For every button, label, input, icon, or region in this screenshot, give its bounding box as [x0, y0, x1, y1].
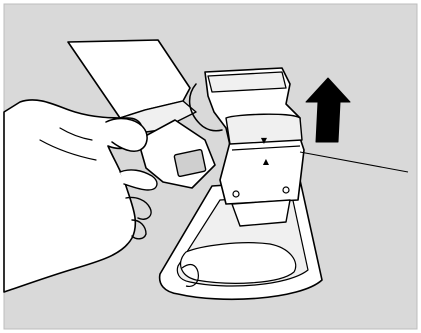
hand-thumb — [105, 117, 148, 153]
tongue-divider — [231, 145, 301, 151]
tongue-rivet-1 — [232, 190, 240, 198]
strap-curve — [188, 83, 223, 132]
finger-crease-3 — [131, 219, 147, 240]
release-marker-down: ▼ — [261, 136, 268, 145]
tongue-cap — [225, 113, 303, 145]
knuckle-line-1 — [59, 127, 93, 141]
buckle-housing-ridge — [181, 263, 199, 287]
tongue-rivet-2 — [282, 186, 290, 194]
latch-plate-slot — [173, 149, 207, 177]
strap-loop-band — [207, 71, 287, 93]
finger-crease-1 — [119, 169, 158, 191]
finger-crease-2 — [125, 196, 152, 220]
release-marker-up: ▲ — [263, 157, 270, 166]
tongue-lower-tab — [231, 199, 291, 227]
buckle-housing-recess — [179, 242, 297, 284]
knuckle-line-2 — [39, 139, 97, 161]
arrow-up-icon — [305, 77, 351, 143]
callout-leader-line — [299, 151, 409, 173]
hand — [3, 99, 144, 293]
